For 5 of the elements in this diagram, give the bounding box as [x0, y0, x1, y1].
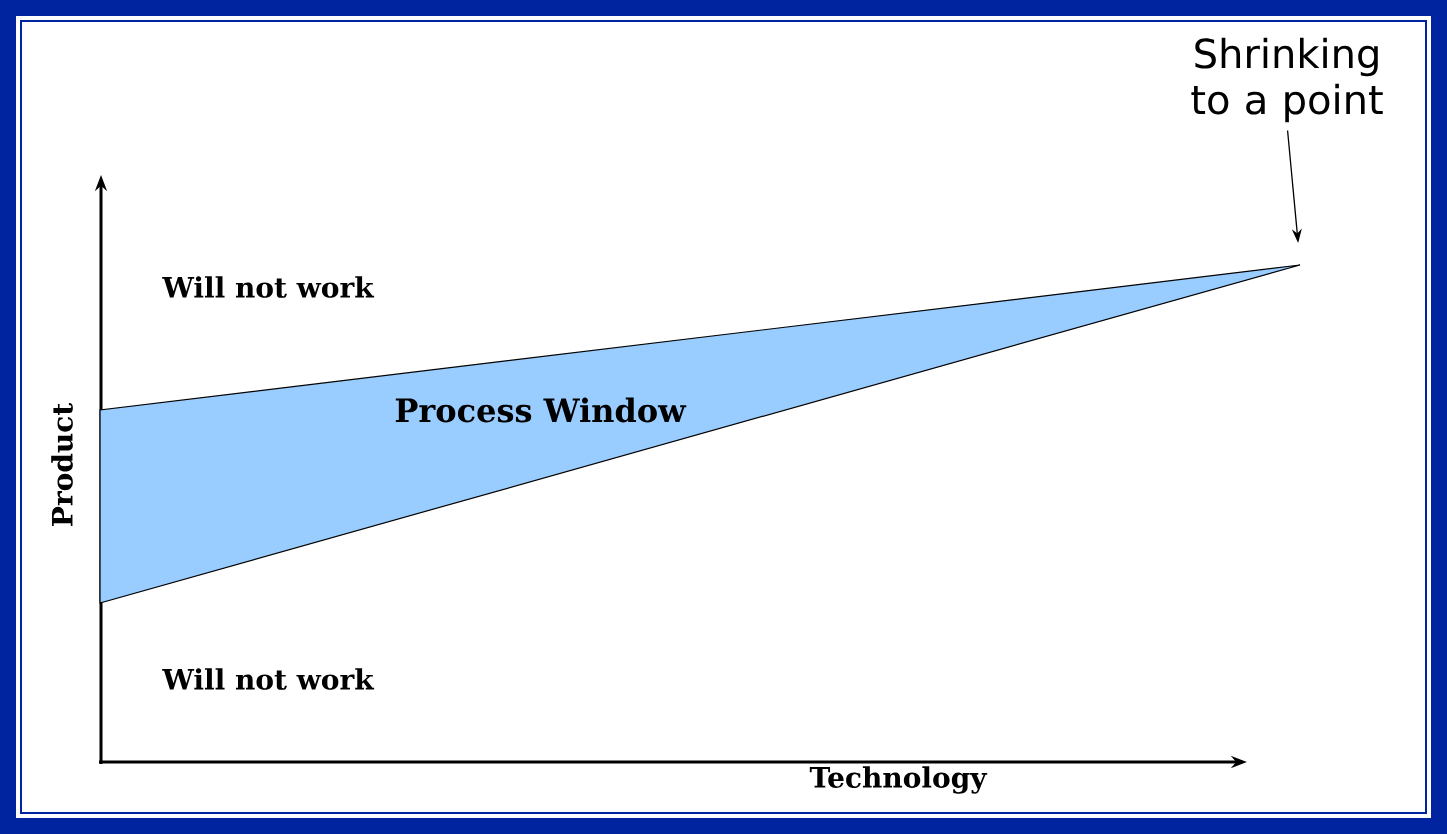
annotation-text: Shrinking to a point	[1191, 37, 1383, 123]
axis-label: Will not work	[162, 668, 375, 690]
axis-label: Product	[51, 402, 73, 526]
axis-label: Technology	[809, 766, 988, 794]
axis-label: Will not work	[162, 276, 375, 298]
